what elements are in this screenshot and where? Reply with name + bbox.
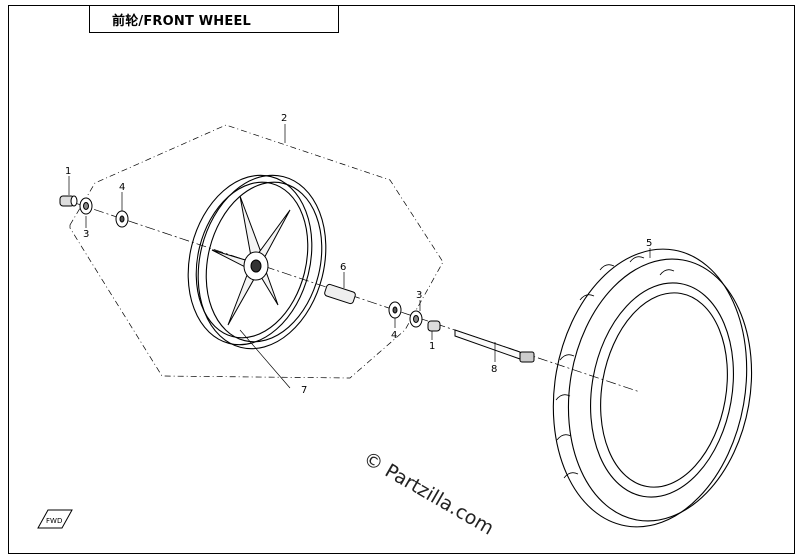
watermark: © Partzilla.com <box>360 447 498 539</box>
tire-tread <box>555 256 675 479</box>
page-title: 前轮/FRONT WHEEL <box>89 5 339 33</box>
right-seal-3 <box>409 310 423 328</box>
fwd-arrow-icon: FWD <box>37 509 73 529</box>
leader-lines <box>68 124 651 389</box>
left-seal-3 <box>79 197 93 215</box>
wheel-rim <box>187 174 327 350</box>
callout-collar: 6 <box>340 262 346 273</box>
wheel-spokes <box>211 195 291 326</box>
callout-tire: 5 <box>646 238 652 249</box>
callout-spacer-left: 4 <box>119 182 125 193</box>
callout-rim: 2 <box>281 113 287 124</box>
axle-8 <box>454 329 535 363</box>
callout-bearing-left: 1 <box>65 166 71 177</box>
right-bearing-1 <box>427 320 441 332</box>
center-collar-6 <box>324 283 356 305</box>
callout-seal-left: 3 <box>83 229 89 240</box>
callout-axle: 8 <box>491 364 497 375</box>
axle-centerline <box>59 197 641 393</box>
left-spacer-4 <box>115 210 129 228</box>
callout-spacer-right: 4 <box>391 330 397 341</box>
fwd-label: FWD <box>46 517 62 525</box>
callout-bearing-right: 1 <box>429 341 435 352</box>
assembly-outline <box>69 124 444 379</box>
left-bearing-1 <box>59 195 78 207</box>
right-spacer-4 <box>388 301 402 319</box>
callout-seal-right: 3 <box>416 290 422 301</box>
tire-5 <box>552 248 753 528</box>
callout-valve: 7 <box>301 385 307 396</box>
